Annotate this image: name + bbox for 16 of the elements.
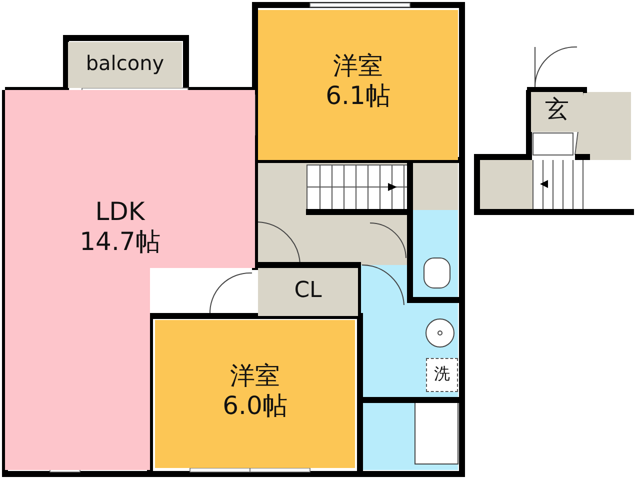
- entrance-floor: [531, 92, 583, 132]
- room-floor: [258, 10, 458, 160]
- room-floor: [155, 320, 355, 468]
- room-label: LDK: [94, 198, 146, 227]
- room-label: 14.7帖: [78, 228, 162, 257]
- room-label: 玄: [544, 96, 570, 124]
- balcony-floor: [68, 42, 182, 88]
- room-label: 洋室: [229, 362, 281, 391]
- room-label: 洗: [433, 365, 451, 384]
- room-label: 洋室: [332, 52, 384, 81]
- closet-floor: [258, 268, 358, 316]
- room-label: 6.1帖: [324, 82, 392, 111]
- room-label: balcony: [84, 52, 166, 75]
- washer-space: [426, 358, 458, 392]
- room-label: CL: [293, 278, 323, 304]
- room-label: 6.0帖: [222, 392, 288, 421]
